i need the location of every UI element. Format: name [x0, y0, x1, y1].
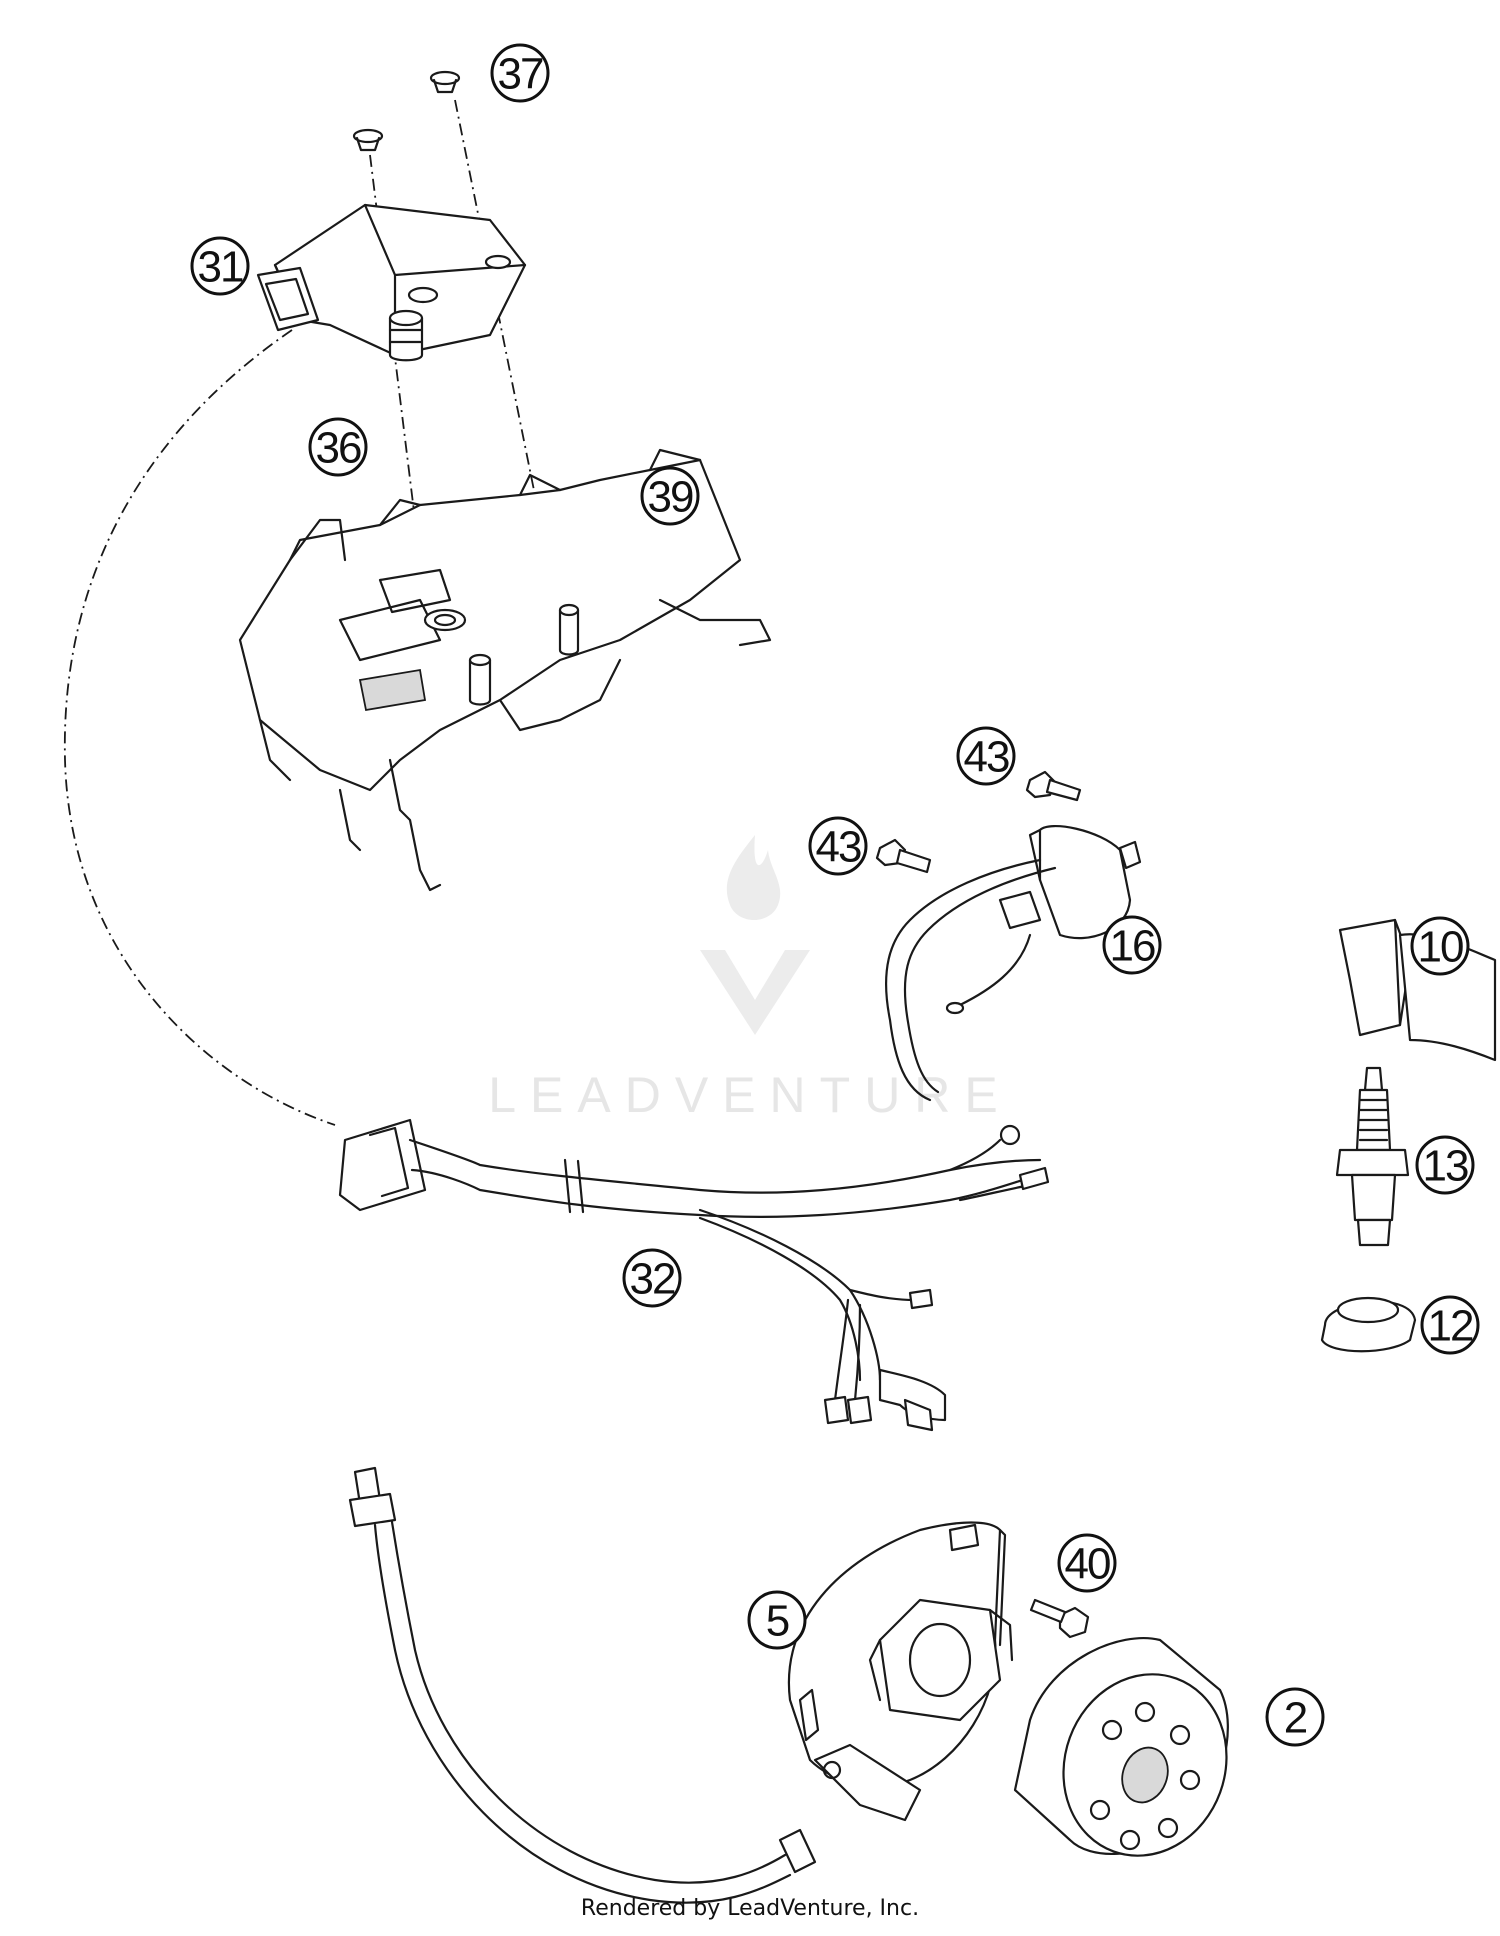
callout-label: 32 [630, 1255, 675, 1304]
screw-43-upper [1025, 770, 1082, 802]
callout-label: 16 [1110, 922, 1155, 971]
callout-label: 43 [816, 823, 861, 872]
callout-label: 43 [964, 733, 1009, 782]
callout-32: 32 [622, 1248, 682, 1308]
callout-label: 40 [1065, 1540, 1110, 1589]
callout-2: 2 [1265, 1687, 1325, 1747]
callout-label: 37 [498, 50, 543, 99]
sealing-cap [1320, 1296, 1417, 1353]
callout-43-lower: 43 [808, 816, 868, 876]
bolt-40 [1029, 1598, 1090, 1639]
screw-axis-line-1 [369, 154, 421, 561]
render-credit: Rendered by LeadVenture, Inc. [580, 1896, 920, 1921]
screw-43-lower [875, 838, 932, 874]
stator-plate [787, 1521, 1014, 1822]
callout-39: 39 [640, 466, 700, 526]
flywheel-rotor [1013, 1637, 1229, 1857]
callout-40: 40 [1057, 1533, 1117, 1593]
ignition-coil [884, 825, 1142, 1102]
callout-label: 13 [1423, 1142, 1468, 1191]
callout-12: 12 [1420, 1295, 1480, 1355]
screw-37 [352, 70, 461, 152]
callout-label: 10 [1418, 923, 1463, 972]
callout-31: 31 [190, 236, 250, 296]
callout-37: 37 [490, 43, 550, 103]
callout-43-upper: 43 [956, 726, 1016, 786]
callout-label: 5 [766, 1597, 789, 1646]
callout-5: 5 [747, 1590, 807, 1650]
callout-16: 16 [1102, 915, 1162, 975]
callout-10: 10 [1410, 916, 1470, 976]
stator-cable [348, 1466, 817, 1904]
callout-label: 39 [648, 473, 693, 522]
callout-36: 36 [308, 417, 368, 477]
callout-13: 13 [1415, 1135, 1475, 1195]
callout-label: 2 [1284, 1694, 1307, 1743]
harness-route-line [64, 329, 336, 1126]
grommet-36 [388, 309, 424, 362]
spark-plug [1335, 1066, 1410, 1247]
callout-label: 31 [198, 243, 243, 292]
callout-label: 12 [1428, 1302, 1473, 1351]
callout-label: 36 [316, 424, 361, 473]
holder-bracket [238, 448, 772, 892]
wiring-harness [338, 1118, 1050, 1432]
watermark-text: LEADVENTURE [488, 1067, 1012, 1123]
leadventure-watermark: LEADVENTURE [488, 835, 1012, 1123]
